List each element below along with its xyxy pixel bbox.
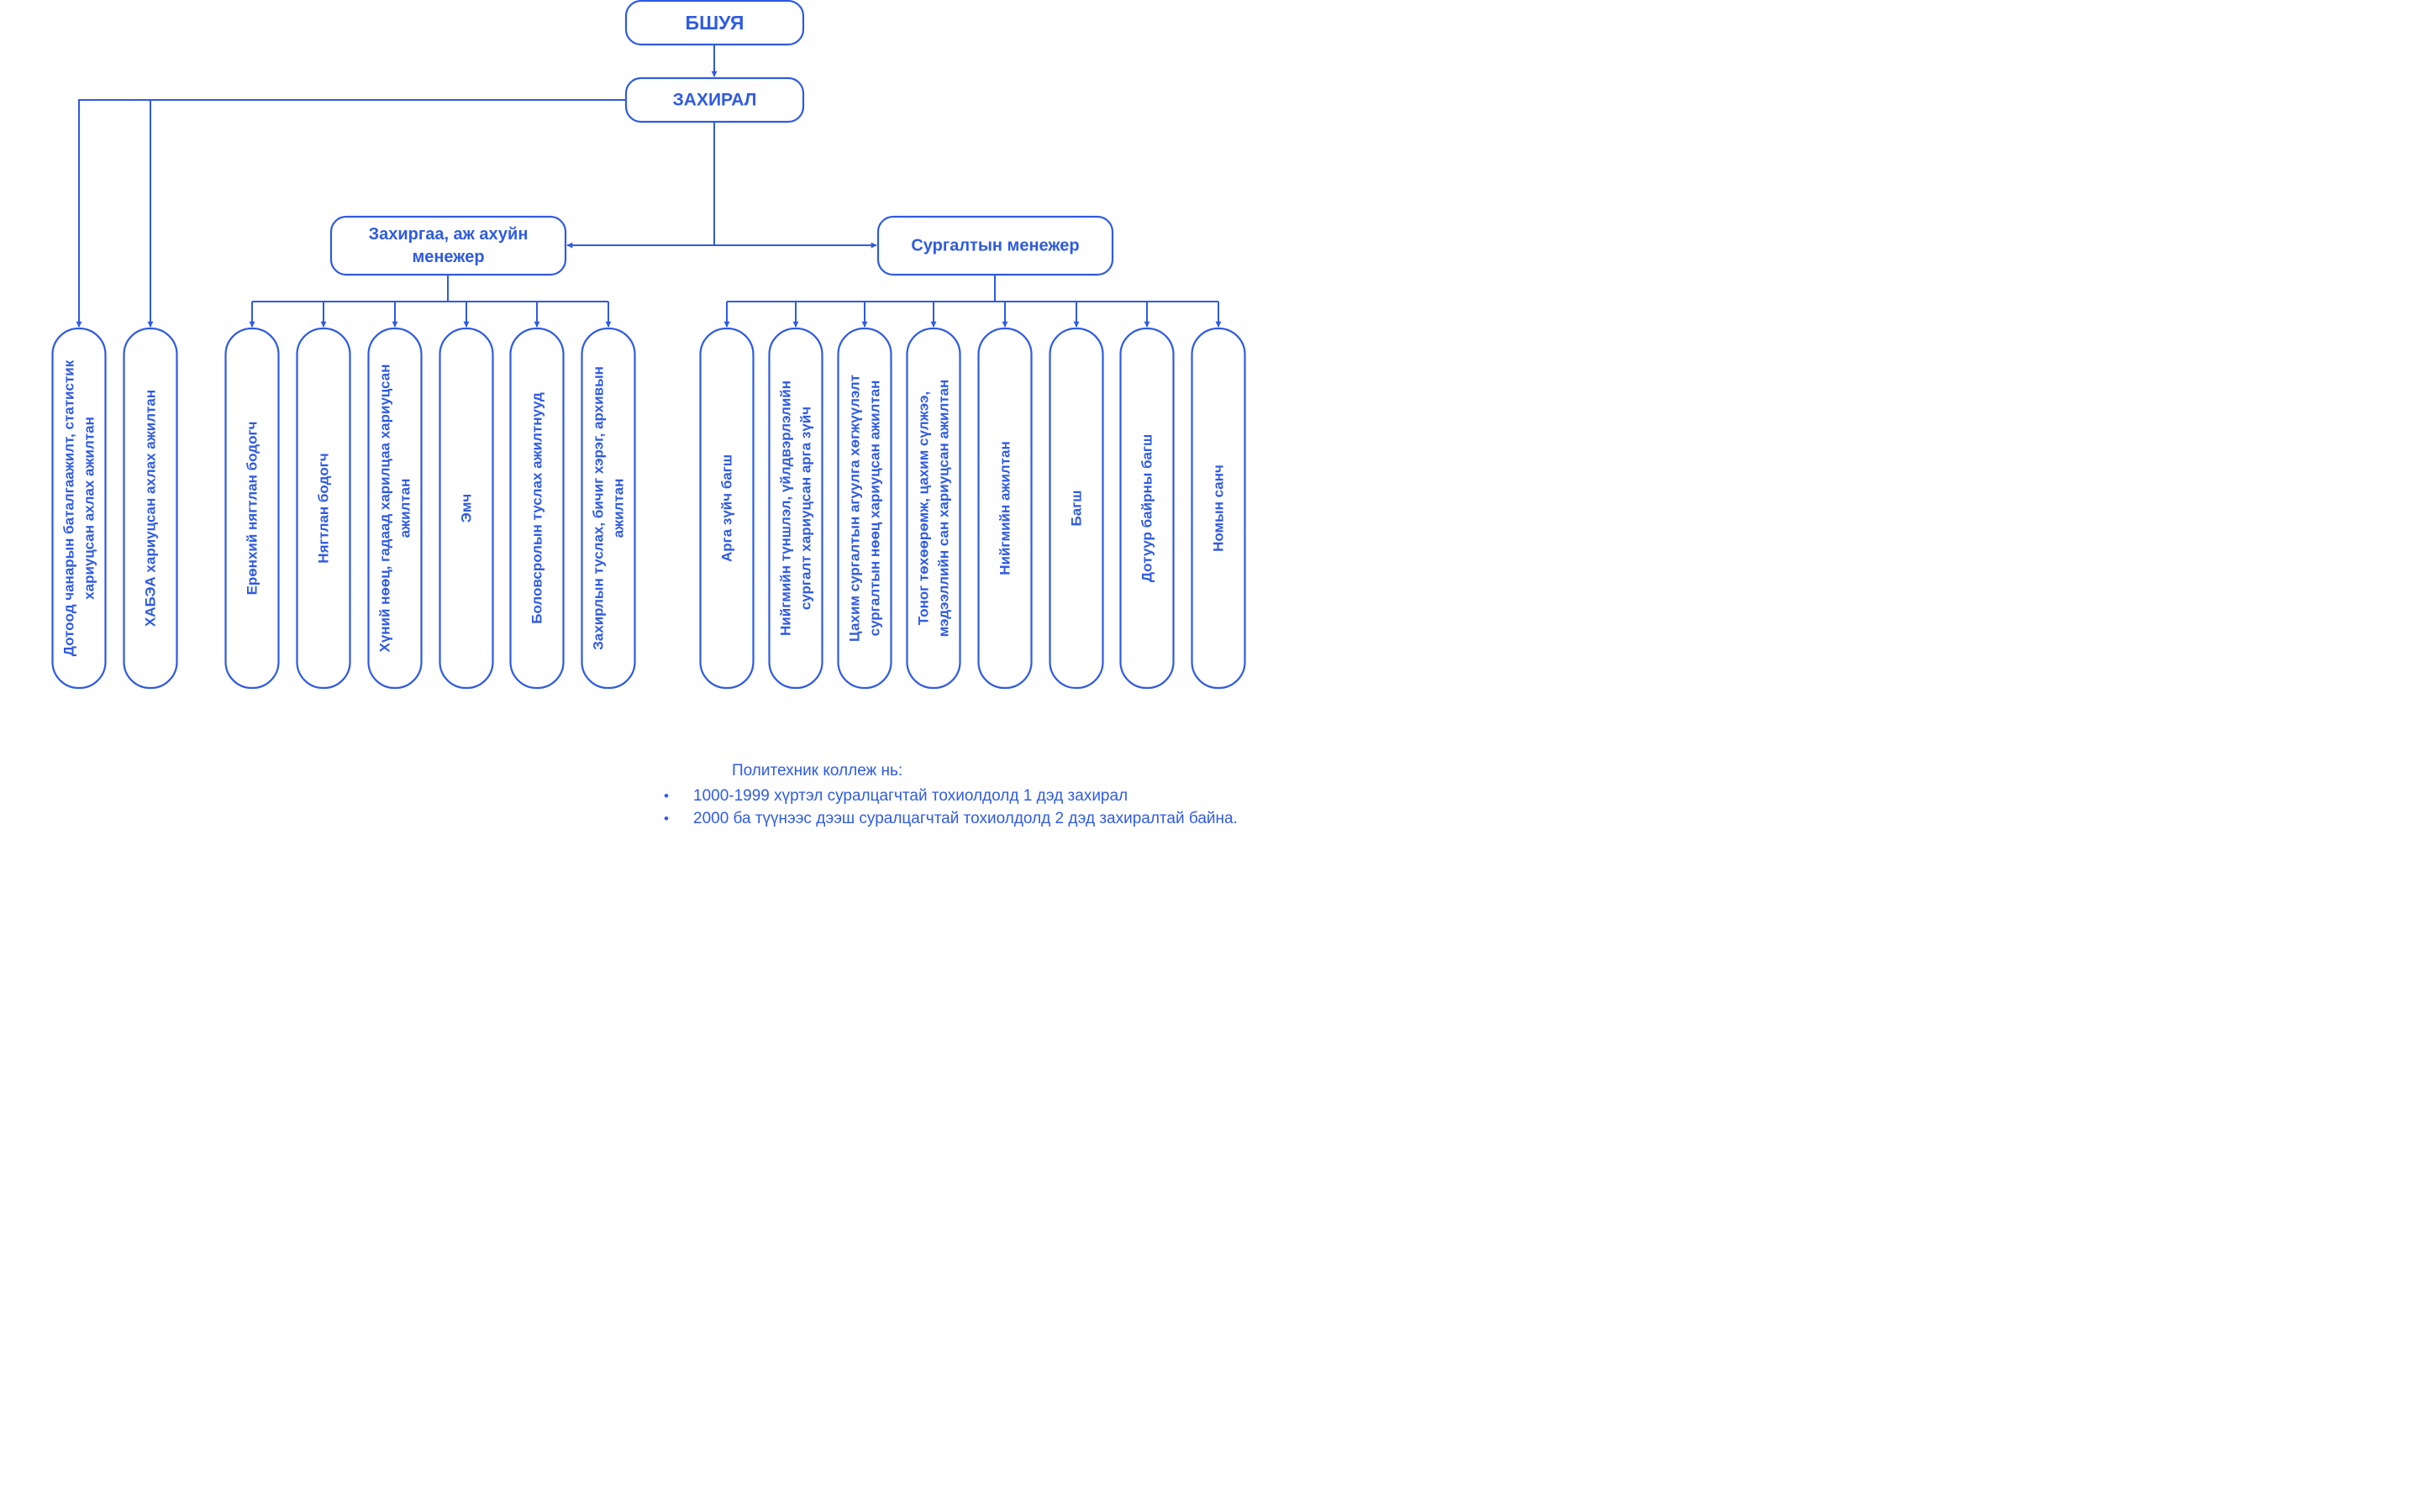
admin-staff-node: Эмч [439, 327, 494, 690]
admin-staff-node-label: ажилтан [397, 479, 413, 538]
admin-staff-node-label: Ерөнхий нягтлан бодогч [245, 422, 260, 596]
training-staff-node: Багш [1049, 327, 1104, 690]
training-manager-node: Сургалтын менежер [876, 215, 1114, 276]
director-to-quality-line [76, 99, 626, 328]
training-staff-node: Дотуур байрны багш [1119, 327, 1175, 690]
director-staff-node-box [123, 327, 178, 690]
admin-staff-node-box [509, 327, 565, 690]
training-staff-node-label: Арга зүйч багш [719, 454, 735, 562]
director-node-box [624, 76, 805, 123]
training-staff-node-label: сургалт хариуцсан арга зүйч [798, 407, 814, 610]
board-node-box [624, 0, 805, 46]
training-staff-node-label: Цахим сургалтын агуулга хөгжүүлэлт [847, 375, 863, 642]
note-text: 1000-1999 хүртэл суралцагчтай тохиолдолд… [693, 787, 1128, 805]
director-staff-node: ХАБЭА хариуцсан ахлах ажилтан [123, 327, 178, 690]
notes-title: Политехник коллеж нь: [732, 762, 903, 780]
training-staff-node-label: Нийгмийн түншлэл, үйлдвэрлэлийн [778, 381, 794, 636]
training-staff-node-label: Нийгмийн ажилтан [997, 441, 1013, 575]
training-staff-node-label: Номын санч [1211, 465, 1227, 552]
training-staff-node-box [768, 327, 823, 690]
training-staff-node-box [1191, 327, 1246, 690]
admin-staff-node-label: Эмч [459, 494, 475, 523]
training-staff-node-box [699, 327, 755, 690]
admin-staff-node-label: ажилтан [611, 479, 627, 538]
admin-manager-node: Захиргаа, аж ахуйн менежер [329, 215, 567, 276]
board-node: БШУЯ [624, 0, 805, 46]
bullet-icon: • [664, 811, 669, 827]
admin-staff-node: Боловсролын туслах ажилтнууд [509, 327, 565, 690]
admin-staff-node-label: Нягтлан бодогч [316, 453, 332, 563]
training-staff-node-box [1119, 327, 1175, 690]
admin-staff-node-box [439, 327, 494, 690]
training-staff-node-box [977, 327, 1033, 690]
admin-manager-node-box [329, 215, 567, 276]
director-node-label: ЗАХИРАЛ [673, 91, 757, 110]
admin-staff-node-box [367, 327, 423, 690]
admin-staff-node-label: Хүний нөөц, гадаад харилцаа хариуцсан [377, 364, 393, 652]
director-staff-node-label: ХАБЭА хариуцсан ахлах ажилтан [143, 390, 159, 627]
director-staff-node-label: Дотоод чанарын баталгаажилт, статистик [61, 360, 77, 656]
training-staff-node: Тоног төхөөрөмж, цахим сүлжээ,мэдээллийн… [906, 327, 961, 690]
training-staff-node-label: Багш [1069, 491, 1085, 527]
director-staff-node: Дотоод чанарын баталгаажилт, статистик ха… [51, 327, 107, 690]
admin-staff-node-label: Захирлын туслах, бичиг хэрэг, архивын [591, 366, 607, 650]
training-staff-node-label: Дотуур байрны багш [1139, 434, 1155, 582]
note-text: 2000 ба түүнээс дээш суралцагчтай тохиол… [693, 810, 1238, 827]
board-node-label: БШУЯ [686, 12, 744, 34]
admin-manager-node-label: менежер [412, 248, 484, 266]
admin-staff-node-box [296, 327, 351, 690]
org-chart: БШУЯ ЗАХИРАЛ Захиргаа, аж ахуйн менежер Сург… [51, 0, 1246, 690]
training-staff-node-box [837, 327, 892, 690]
admin-staff-node-label: Боловсролын туслах ажилтнууд [529, 392, 545, 624]
director-staff-node-label: хариуцсан ахлах ажилтан [82, 417, 97, 600]
admin-manager-node-label: Захиргаа, аж ахуйн [369, 225, 529, 244]
training-staff-node: Номын санч [1191, 327, 1246, 690]
director-staff-node-box [51, 327, 107, 690]
director-node: ЗАХИРАЛ [624, 76, 805, 123]
admin-staff-node-box [581, 327, 636, 690]
admin-staff-node: Нягтлан бодогч [296, 327, 351, 690]
training-manager-node-box [876, 215, 1114, 276]
note-item: • 2000 ба түүнээс дээш суралцагчтай тохио… [664, 807, 1238, 830]
training-staff-node-box [906, 327, 961, 690]
training-staff-node: Нийгмийн ажилтан [977, 327, 1033, 690]
training-staff-node: Арга зүйч багш [699, 327, 755, 690]
admin-staff-node-box [224, 327, 280, 690]
training-staff-node-label: Тоног төхөөрөмж, цахим сүлжээ, [916, 391, 932, 626]
note-item: • 1000-1999 хүртэл суралцагчтай тохиолдол… [664, 785, 1238, 807]
bullet-icon: • [664, 788, 669, 804]
training-staff-node-box [1049, 327, 1104, 690]
training-manager-node-label: Сургалтын менежер [911, 237, 1079, 255]
admin-staff-node: Ерөнхий нягтлан бодогч [224, 327, 280, 690]
notes-list: • 1000-1999 хүртэл суралцагчтай тохиолдол… [664, 785, 1238, 830]
training-staff-node-label: мэдээллийн сан хариуцсан ажилтан [936, 380, 952, 638]
training-staff-node-label: сургалтын нөөц хариуцсан ажилтан [867, 381, 883, 637]
